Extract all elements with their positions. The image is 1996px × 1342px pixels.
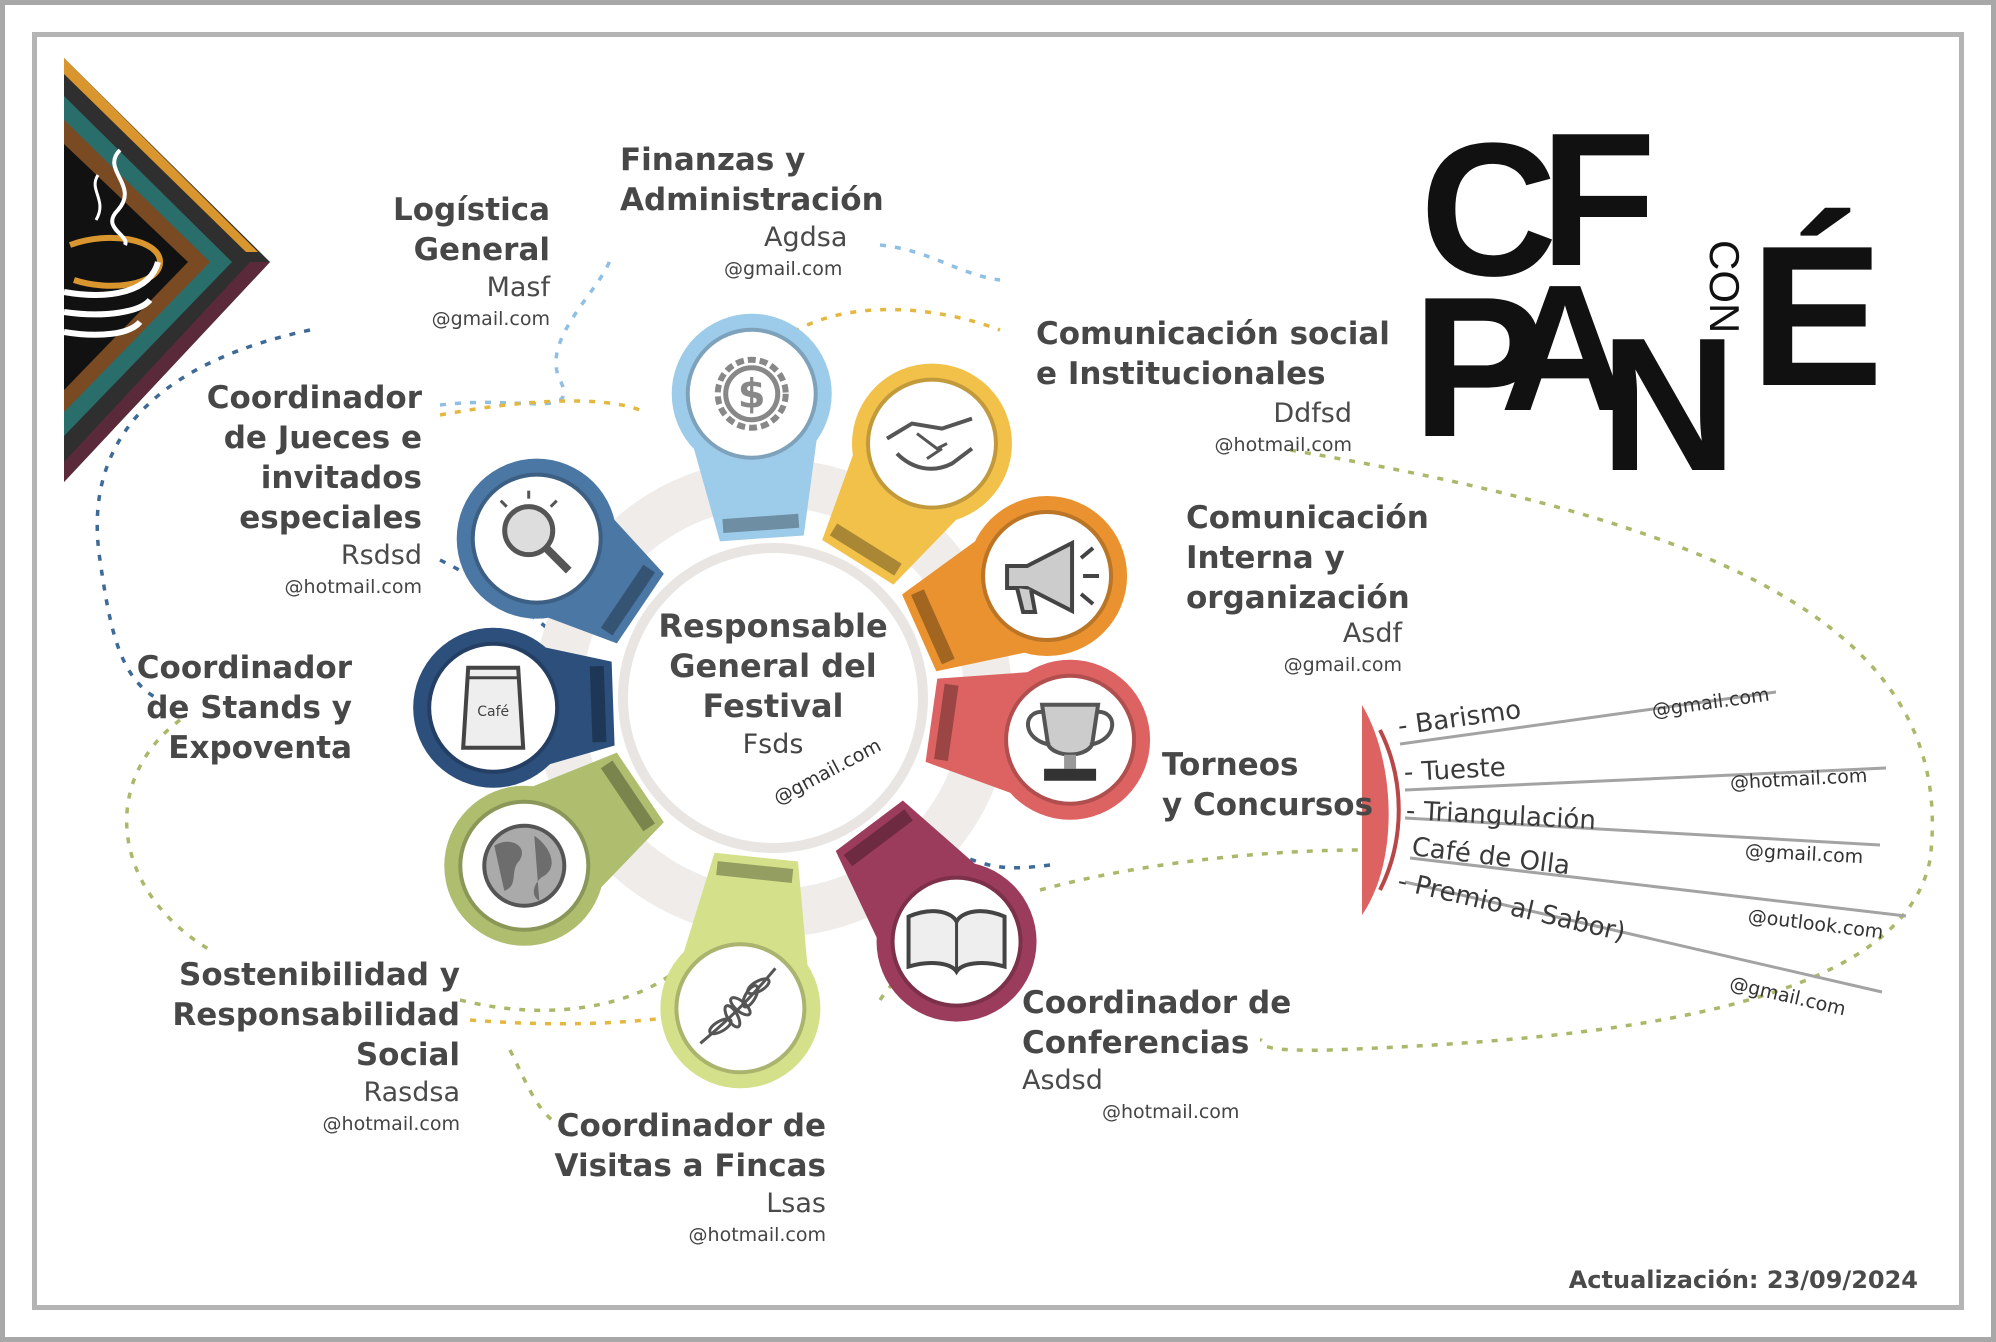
role-email: @hotmail.com <box>1214 434 1352 456</box>
petal-finanzas: $ <box>671 313 832 542</box>
update-date: Actualización: 23/09/2024 <box>1568 1266 1918 1294</box>
brand-letter: F <box>1540 130 1656 306</box>
petal-conferencias <box>835 800 1037 1022</box>
role-email: @hotmail.com <box>284 576 422 598</box>
svg-text:Café: Café <box>477 704 509 720</box>
role-email: @gmail.com <box>724 258 843 280</box>
center-name: Fsds <box>742 729 804 760</box>
tournament-lines <box>1399 690 1907 994</box>
petal-comunicacion-social <box>822 363 1012 585</box>
role-contact-comunicacion-social: Ddfsd @hotmail.com <box>1215 396 1352 458</box>
role-email: @hotmail.com <box>322 1113 460 1135</box>
brand-letter: É <box>1750 205 1883 428</box>
role-name: Asdf <box>1342 618 1402 649</box>
role-email: @gmail.com <box>1283 654 1402 676</box>
petal-jueces <box>456 458 664 644</box>
petal-sostenibilidad <box>444 752 664 946</box>
brand-letter: A <box>1500 248 1630 449</box>
role-email: @hotmail.com <box>1102 1101 1240 1123</box>
tournament-bracket <box>1362 705 1389 915</box>
magnifier-icon <box>499 490 572 574</box>
role-email: @gmail.com <box>431 308 550 330</box>
cafe-con-pan-logo: C F A P N É CON <box>1420 130 1883 480</box>
globe-icon <box>482 823 567 908</box>
open-book-icon <box>906 909 1007 976</box>
role-contact-comunicacion-interna: Asdf @gmail.com <box>1284 616 1402 678</box>
handshake-icon <box>885 416 974 471</box>
dollar-coin-icon: $ <box>714 356 789 431</box>
role-name: Lsas <box>766 1188 826 1219</box>
coffee-branch-icon <box>699 967 777 1045</box>
role-name: Agdsa <box>764 222 848 253</box>
role-name: Masf <box>486 272 550 303</box>
role-name: Rasdsa <box>363 1077 460 1108</box>
brand-letter: N <box>1600 299 1737 480</box>
center-node: Responsable General del Festival Fsds <box>623 606 923 764</box>
svg-text:$: $ <box>738 372 766 418</box>
tournament-item: - Tueste <box>1403 752 1507 788</box>
center-circle <box>618 543 928 853</box>
trophy-icon <box>1025 702 1115 781</box>
corner-coffee-logo <box>63 58 270 482</box>
coffee-bag-icon: Café <box>461 665 526 750</box>
megaphone-icon <box>1005 539 1100 615</box>
petal-stands: Café <box>413 627 615 788</box>
center-title: Responsable General del Festival <box>658 607 888 725</box>
petals: $ Café <box>413 313 1151 1089</box>
role-name: Ddfsd <box>1273 398 1352 429</box>
petal-torneos <box>925 659 1151 820</box>
petal-comunicacion-interna <box>902 495 1128 672</box>
brand-letter: C <box>1420 130 1557 316</box>
role-name: Rsdsd <box>340 540 422 571</box>
brand-con: CON <box>1701 240 1748 333</box>
inner-frame <box>32 32 1964 1310</box>
role-email: @hotmail.com <box>688 1224 826 1246</box>
petal-visitas <box>660 852 821 1089</box>
brand-letter: P <box>1420 256 1545 479</box>
role-name: Asdsd <box>1022 1065 1103 1096</box>
